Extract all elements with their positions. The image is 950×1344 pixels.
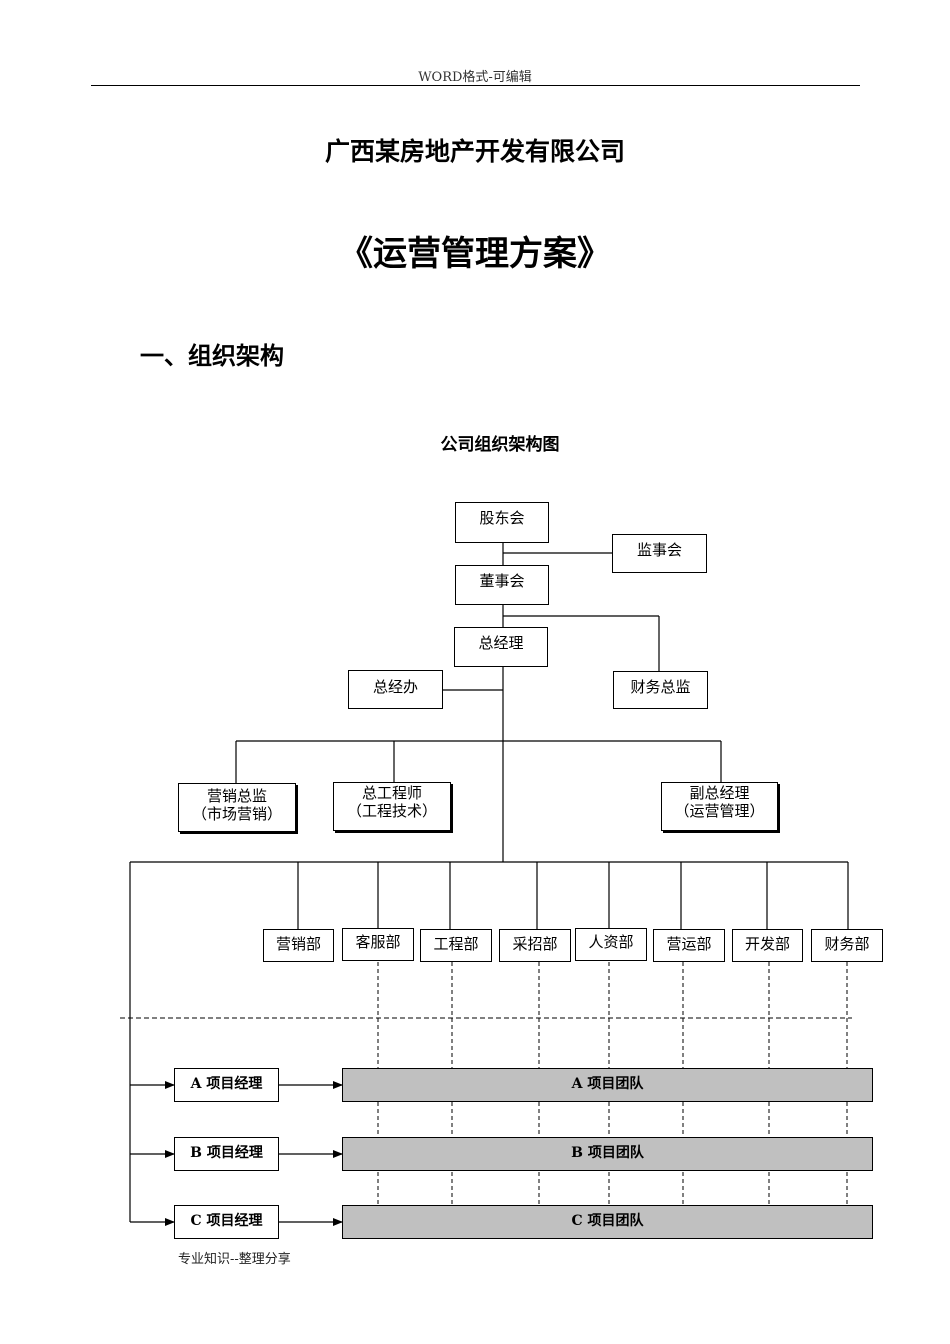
page-footer: 专业知识--整理分享 [178,1252,291,1267]
marketing-director-scope: （市场营销） [191,805,282,823]
project-manager-b: B 项目经理 [174,1137,279,1171]
dept-human-resources: 人资部 [575,928,647,961]
node-supervisors: 监事会 [612,534,707,573]
dept-operations: 营运部 [653,929,725,962]
node-chief-engineer: 总工程师 （工程技术） [333,782,451,831]
dept-finance: 财务部 [811,929,883,962]
dept-development: 开发部 [732,929,803,962]
node-gm-office: 总经办 [348,670,443,709]
section-heading: 一、组织架构 [140,342,284,370]
chart-title: 公司组织架构图 [440,435,560,455]
node-marketing-director: 营销总监 （市场营销） [178,783,296,832]
dept-engineering: 工程部 [420,929,492,962]
chief-engineer-title: 总工程师 [361,784,422,802]
header-rule [91,85,860,86]
deputy-gm-scope: （运营管理） [674,802,765,820]
project-team-a: A 项目团队 [342,1068,873,1102]
node-finance-director: 财务总监 [613,671,708,709]
marketing-director-title: 营销总监 [206,787,267,805]
dept-customer-service: 客服部 [342,928,414,961]
node-general-manager: 总经理 [454,627,548,667]
document-title: 《运营管理方案》 [339,234,611,274]
project-team-c: C 项目团队 [342,1205,873,1239]
project-manager-c: C 项目经理 [174,1205,279,1239]
project-team-b: B 项目团队 [342,1137,873,1171]
chief-engineer-scope: （工程技术） [346,802,437,820]
deputy-gm-title: 副总经理 [689,784,750,802]
page-header: WORD格式-可编辑 [418,70,532,85]
dept-procurement: 采招部 [499,929,571,962]
dept-marketing: 营销部 [263,929,334,962]
node-shareholders: 股东会 [455,502,549,543]
project-manager-a: A 项目经理 [174,1068,279,1102]
node-deputy-gm: 副总经理 （运营管理） [661,782,778,831]
company-name: 广西某房地产开发有限公司 [324,137,625,166]
node-board: 董事会 [455,565,549,605]
